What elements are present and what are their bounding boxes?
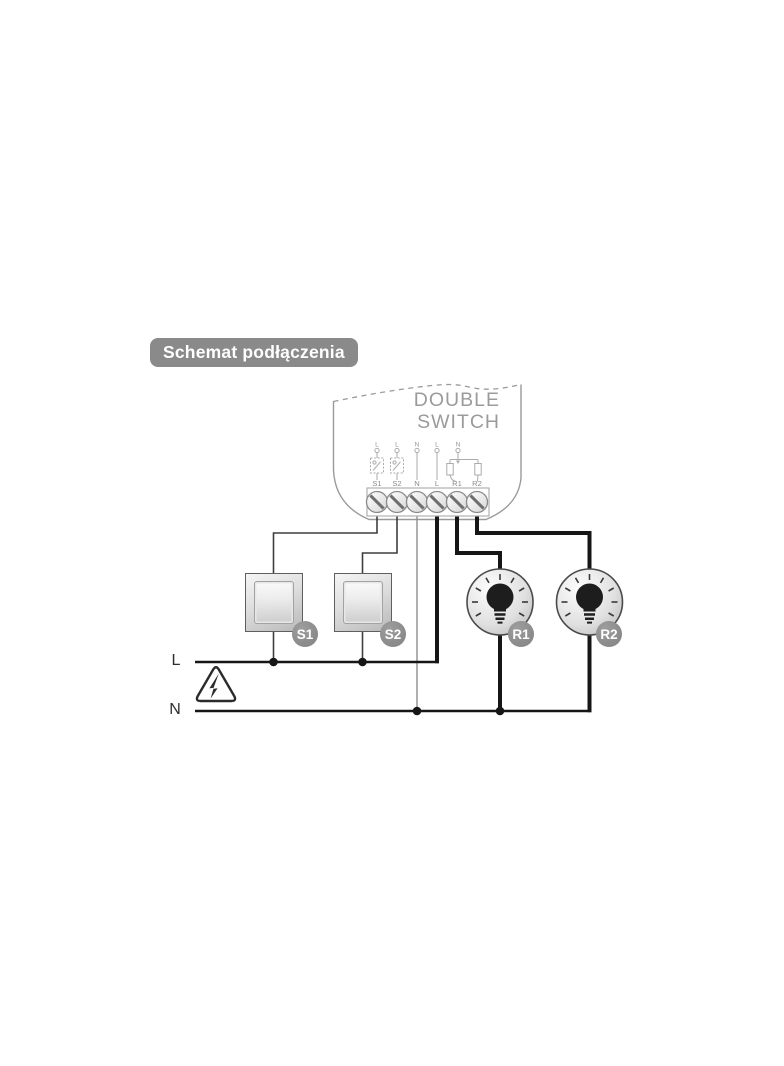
switch-rocker [254,581,294,624]
high-voltage-warning-icon [195,666,237,703]
neutral-label: N [169,701,181,718]
label-badge-r1: R1 [508,621,534,647]
internal-label-3: N [415,442,420,449]
internal-label-2: L [395,442,399,449]
terminal-screw-l [425,490,449,514]
bulb-icon [486,583,514,624]
lamp-r2 [555,568,624,636]
internal-label-4: L [435,442,439,449]
junction-dot [412,706,422,716]
terminal-screw-s1 [365,490,389,514]
junction-dot [358,657,367,667]
lamp-r1 [466,568,534,636]
device-name-line2: SWITCH [417,410,500,433]
junction-dot [269,657,278,667]
terminal-screw-r2 [465,490,489,514]
label-badge-r2: R2 [596,621,622,647]
internal-label-5: N [456,442,461,449]
wire-s2 [361,516,398,575]
wire-r1 [455,514,502,571]
wall-switch-s2 [334,573,392,632]
terminal-label-l: L [435,479,439,488]
terminal-label-r1: R1 [452,479,462,488]
device-outline [332,384,522,521]
device-name-line1: DOUBLE [413,389,500,411]
label-badge-s2: S2 [380,621,406,647]
lamp-rays [472,574,528,617]
internal-label-1: L [375,442,379,449]
bulb-icon [576,583,603,624]
switch-rocker [343,581,383,624]
wire-r2 [475,514,592,571]
diagram-title: Schemat podłączenia [163,342,345,362]
lamp-rays [561,574,618,617]
terminal-label-s2: S2 [392,479,401,488]
internal-schematic [370,447,482,482]
label-badge-s1: S1 [292,621,318,647]
wire-s1 [272,516,378,575]
junction-dot [495,706,505,716]
live-label: L [171,652,181,669]
device-name: DOUBLE SWITCH [370,389,500,433]
terminal-screw-s2 [385,490,409,514]
terminal-block [365,487,490,517]
device-top-dashed-edge [333,383,522,403]
lightning-bolt-icon [209,673,219,699]
wall-switch-s1 [245,573,303,632]
terminal-label-r2: R2 [472,479,482,488]
terminal-label-s1: S1 [372,479,381,488]
terminal-screw-n [405,490,429,514]
terminal-screw-r1 [445,490,469,514]
terminal-label-n: N [414,479,419,488]
diagram-title-badge: Schemat podłączenia [150,338,358,367]
